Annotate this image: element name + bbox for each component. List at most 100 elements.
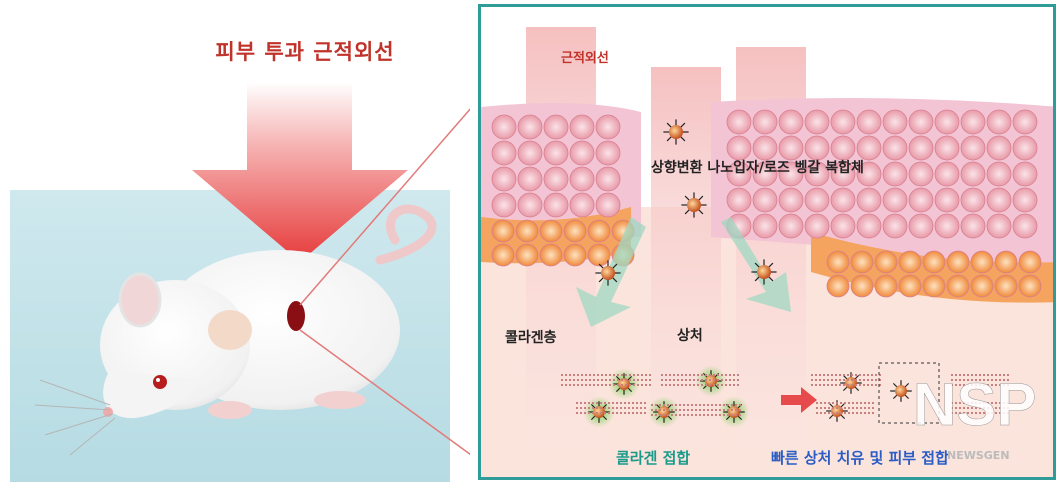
skin-cell [851,251,873,273]
skin-cell [831,188,855,212]
skin-cell [492,193,516,217]
nanoparticle-icon [648,396,679,427]
skin-cell [1013,162,1037,186]
skin-cell [516,244,538,266]
skin-cell [596,115,620,139]
skin-cell [909,188,933,212]
nanoparticle-icon [681,192,706,217]
skin-cell [923,251,945,273]
skin-cell [827,275,849,297]
skin-cell [1013,188,1037,212]
skin-cell [961,214,985,238]
skin-cell [883,188,907,212]
skin-cell [779,110,803,134]
skin-cell [492,115,516,139]
skin-cell [544,167,568,191]
skin-cell [753,214,777,238]
skin-cell [805,214,829,238]
skin-cell [564,244,586,266]
skin-cell [909,162,933,186]
skin-cell [540,244,562,266]
mouse-tail [380,209,432,260]
skin-cell [492,167,516,191]
skin-cell [492,244,514,266]
skin-cell [883,162,907,186]
skin-cell [1019,251,1041,273]
skin-cell [596,141,620,165]
skin-cell [1019,275,1041,297]
skin-cell [935,214,959,238]
skin-cell [961,188,985,212]
skin-cell [947,251,969,273]
nanoparticle-icon [718,396,749,427]
skin-cell [851,275,873,297]
skin-cell [518,167,542,191]
skin-cell [935,110,959,134]
skin-cell [995,275,1017,297]
skin-cell [492,141,516,165]
nanoparticle-icon [751,259,776,284]
skin-cell [961,162,985,186]
nanoparticle-complex-label: 상향변환 나노입자/로즈 벵갈 복합체 [651,157,864,177]
skin-cell [987,188,1011,212]
wound-spot [287,301,305,331]
skin-cell [857,110,881,134]
skin-cell [516,220,538,242]
skin-cell [727,188,751,212]
skin-cell [588,244,610,266]
skin-cell [935,136,959,160]
skin-cell [857,214,881,238]
left-panel: 피부 투과 근적외선 [0,0,470,488]
skin-cell [544,141,568,165]
collagen-layer-label: 콜라겐층 [505,327,557,347]
skin-cell [570,115,594,139]
skin-cell [805,188,829,212]
watermark-subtext: NEWSGEN [947,449,1010,462]
skin-cell [805,110,829,134]
skin-cell [987,214,1011,238]
skin-cell [831,110,855,134]
skin-cell [987,162,1011,186]
skin-cell [857,188,881,212]
skin-cell [518,141,542,165]
skin-cell [935,188,959,212]
collagen-bonding-label: 콜라겐 접합 [616,447,690,468]
skin-cell [1013,110,1037,134]
mechanism-panel: NSP 근적외선 상향변환 나노입자/로즈 벵갈 복합체 콜라겐층 상처 콜라겐… [478,4,1056,480]
skin-cell [596,193,620,217]
skin-cell [588,220,610,242]
nanoparticle-icon [595,260,620,285]
skin-cell [909,214,933,238]
skin-cell [909,110,933,134]
skin-cell [540,220,562,242]
skin-cell [779,214,803,238]
skin-cell [492,220,514,242]
nanoparticle-icon [890,380,912,402]
skin-cell [899,275,921,297]
nir-label: 근적외선 [561,47,609,66]
skin-cell [995,251,1017,273]
skin-cell [899,251,921,273]
skin-cell [961,110,985,134]
skin-cell [909,136,933,160]
skin-cell [570,141,594,165]
skin-cell [544,115,568,139]
skin-cell [935,162,959,186]
skin-cell [596,167,620,191]
skin-cell [923,275,945,297]
wound-label: 상처 [677,325,703,345]
skin-cell [544,193,568,217]
skin-cell [947,275,969,297]
skin-cell [987,136,1011,160]
skin-cell [1013,214,1037,238]
skin-cell [753,188,777,212]
skin-cell [971,251,993,273]
skin-cell [987,110,1011,134]
skin-cell [779,188,803,212]
skin-cell [883,214,907,238]
skin-cell [570,167,594,191]
red-down-arrow [192,82,408,262]
skin-cell [875,275,897,297]
healing-result-label: 빠른 상처 치유 및 피부 접합 [771,447,949,468]
mouse-illustration [35,250,400,455]
